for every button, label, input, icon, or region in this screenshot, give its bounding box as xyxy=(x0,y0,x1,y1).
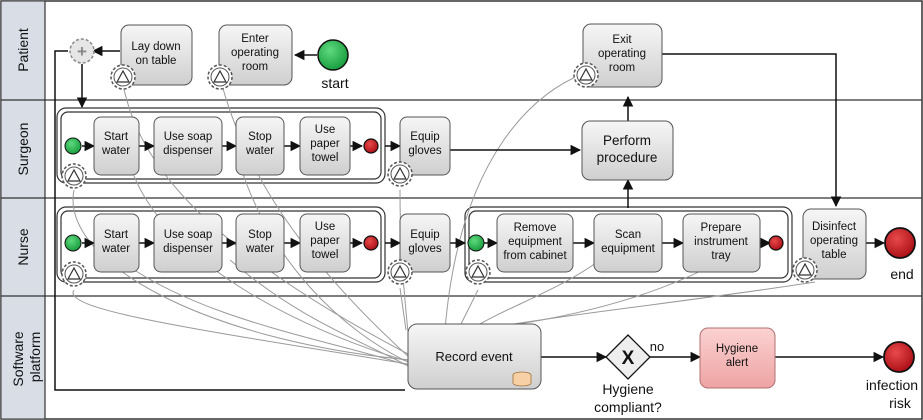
start-event-nurse-sub xyxy=(64,234,82,252)
parallel-gateway: + xyxy=(69,38,95,64)
start-event-surgeon-sub xyxy=(64,137,82,155)
signal-event-icon xyxy=(207,64,233,90)
svg-text:Record event: Record event xyxy=(435,349,513,364)
end-event-surgeon-sub xyxy=(363,138,379,154)
signal-event-icon xyxy=(61,163,87,189)
signal-event-icon xyxy=(110,64,136,90)
start-event-equipment-sub xyxy=(467,234,485,252)
end-event-nurse-sub xyxy=(363,235,379,251)
plus-icon: + xyxy=(77,42,87,61)
database-icon xyxy=(512,371,532,387)
signal-events xyxy=(61,62,818,287)
signal-event-icon xyxy=(573,62,599,88)
signal-event-icon xyxy=(387,161,413,187)
gateway-no-label: no xyxy=(650,339,664,354)
sequence-flows xyxy=(54,45,886,391)
x-icon: X xyxy=(622,348,635,369)
lane-labels: Patient Surgeon Nurse Software platform xyxy=(10,28,43,386)
exclusive-gateway: X xyxy=(605,334,651,380)
signal-event-icon xyxy=(387,259,413,285)
start-events xyxy=(64,39,485,252)
lane-label-software: Software platform xyxy=(10,327,43,386)
end-event xyxy=(884,227,916,259)
lane-label-patient: Patient xyxy=(15,28,31,72)
lane-label-surgeon: Surgeon xyxy=(15,123,31,176)
start-label: start xyxy=(321,75,348,91)
signal-event-icon xyxy=(792,257,818,283)
task-record-event[interactable]: Record event xyxy=(407,323,542,390)
lane-label-nurse: Nurse xyxy=(15,228,31,266)
start-event xyxy=(317,39,349,71)
signal-event-icon xyxy=(465,259,491,285)
end-label: end xyxy=(890,266,913,282)
end-events xyxy=(363,138,916,373)
end-event-equipment-sub xyxy=(768,235,784,251)
signal-event-icon xyxy=(61,261,87,287)
end-event-infection-risk xyxy=(883,341,915,373)
